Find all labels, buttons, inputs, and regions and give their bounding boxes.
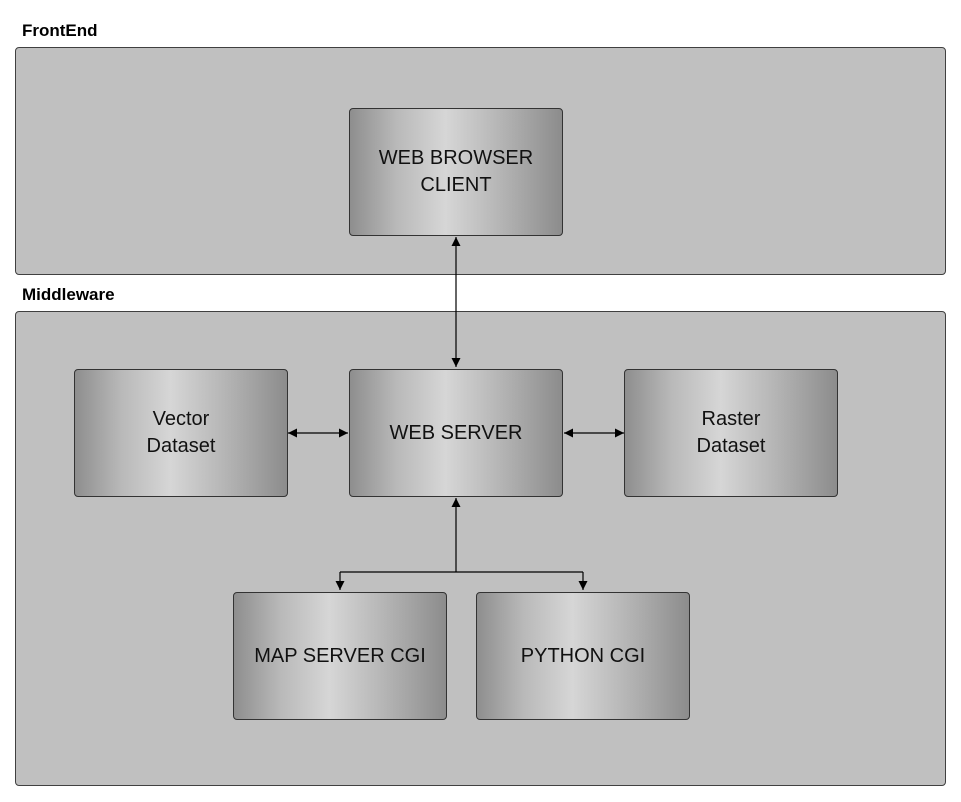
vector-dataset-node: Vector Dataset xyxy=(74,369,288,497)
map-server-cgi-node: MAP SERVER CGI xyxy=(233,592,447,720)
web-browser-client-node: WEB BROWSER CLIENT xyxy=(349,108,563,236)
middleware-label: Middleware xyxy=(22,285,115,304)
frontend-label: FrontEnd xyxy=(22,21,98,40)
web-server-node: WEB SERVER xyxy=(349,369,563,497)
raster-dataset-node: Raster Dataset xyxy=(624,369,838,497)
python-cgi-node: PYTHON CGI xyxy=(476,592,690,720)
